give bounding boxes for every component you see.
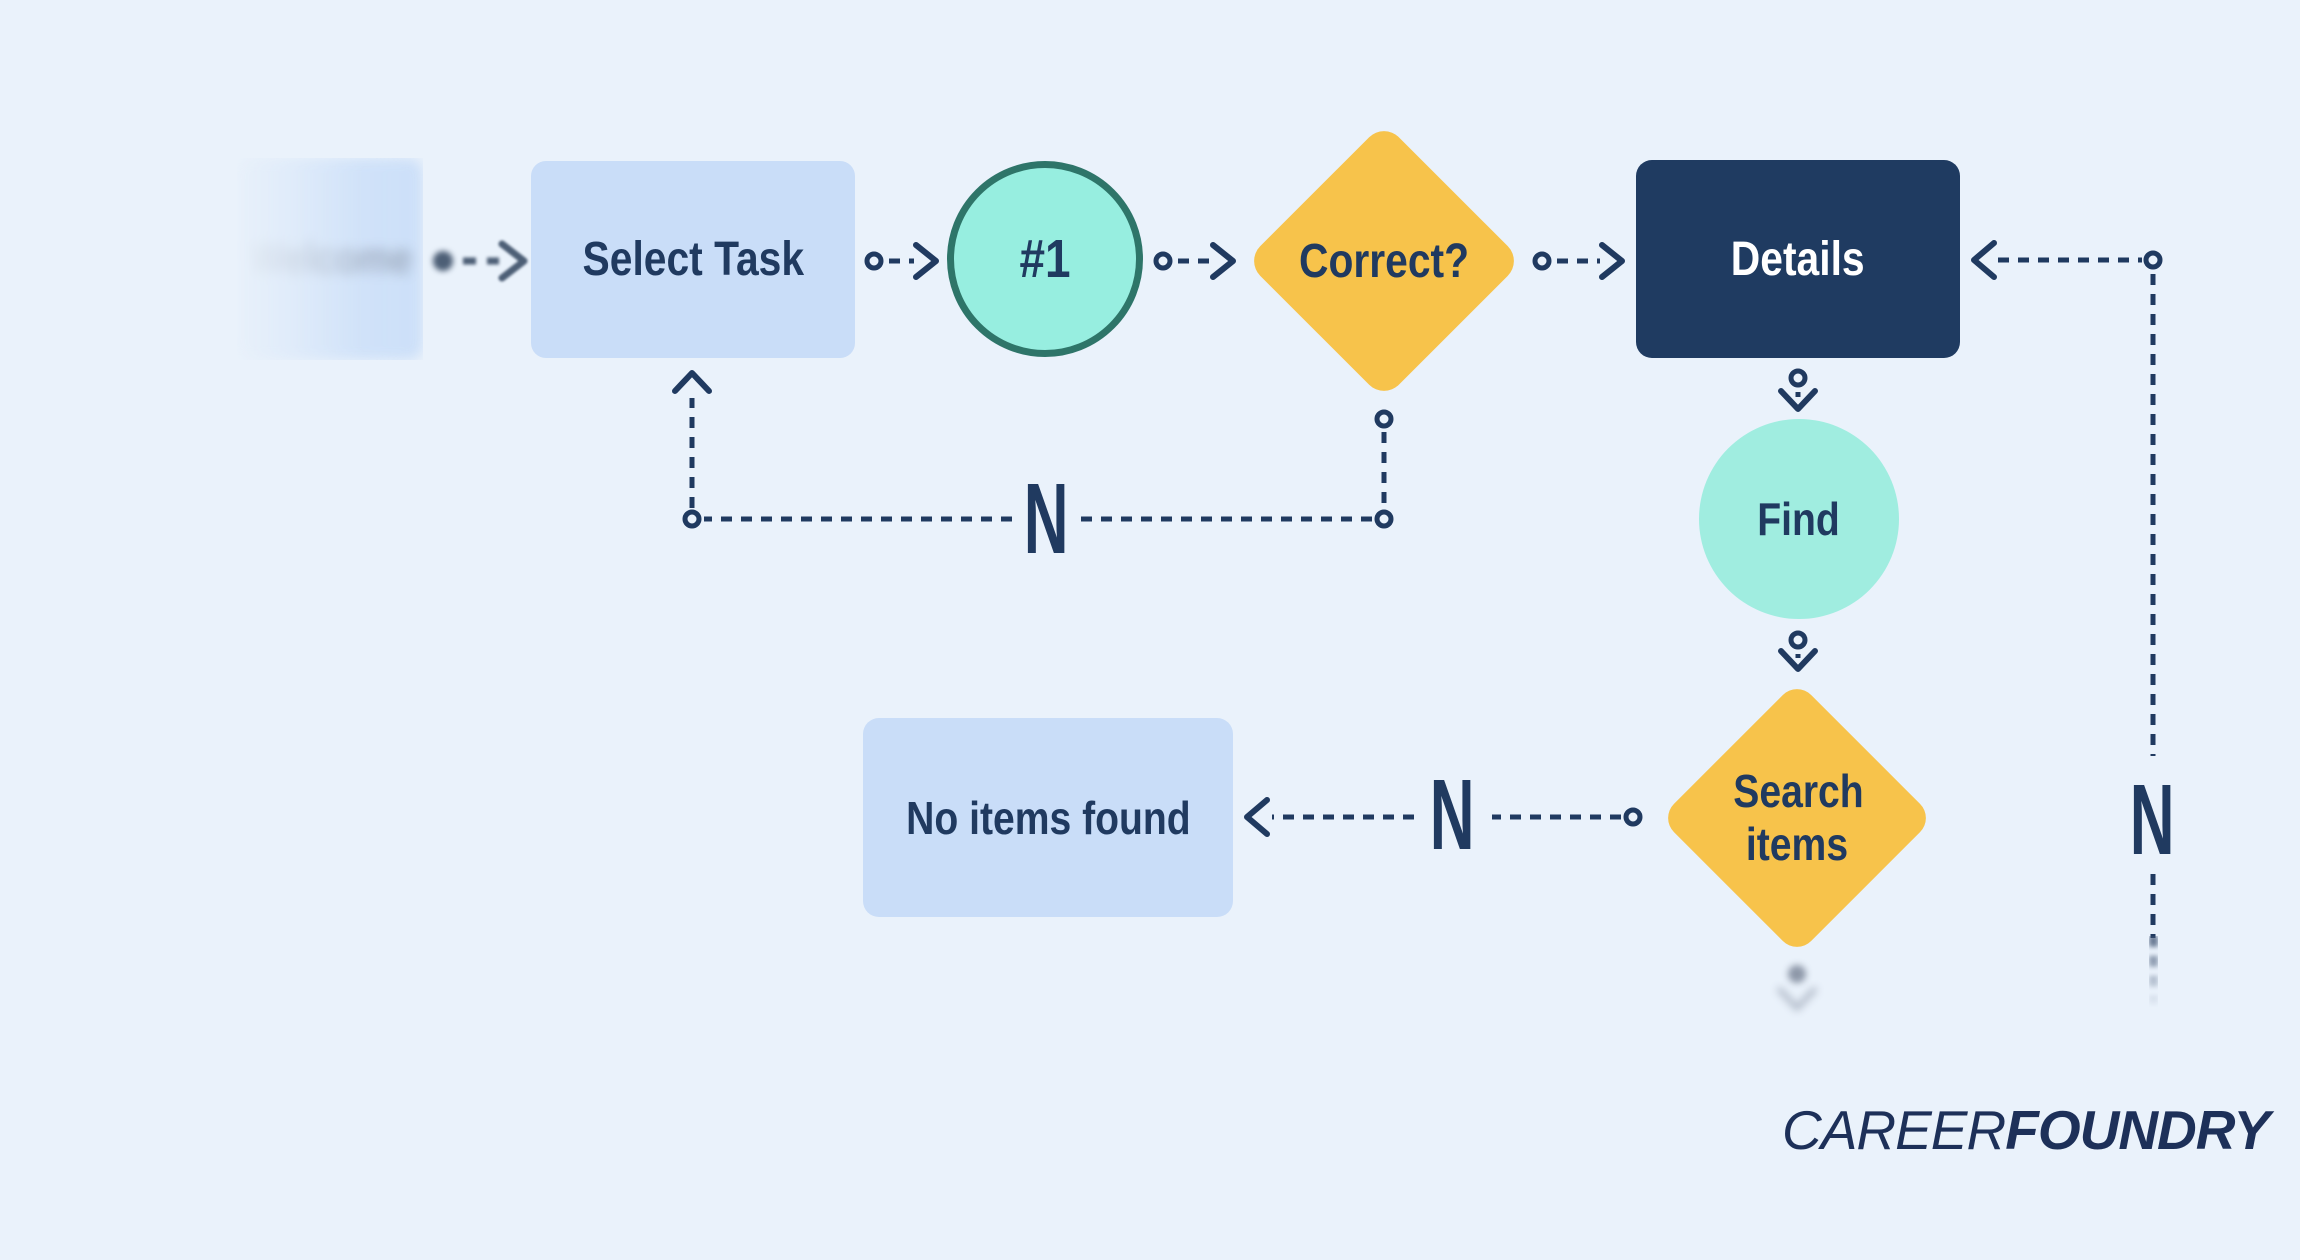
node-find: Find — [1699, 419, 1899, 619]
edge-search-items-down-faded — [1777, 965, 1817, 1011]
edge-return-to-details — [1971, 240, 2163, 938]
return-line-fade — [2149, 936, 2158, 1008]
node-welcome-blurred: Welcome — [237, 158, 423, 360]
edge-select-task-to-step1 — [864, 242, 939, 280]
node-select-task: Select Task — [531, 161, 855, 358]
node-welcome-label: Welcome — [248, 234, 412, 283]
node-search-items: Search items — [1697, 758, 1897, 878]
edge-label-return-no: N — [2129, 763, 2175, 876]
edge-search-items-to-no-items — [1244, 797, 1643, 837]
node-no-items-found-label: No items found — [905, 791, 1191, 844]
node-search-items-label: Search items — [1733, 765, 1864, 870]
node-step1: #1 — [947, 161, 1143, 357]
node-correct: Correct? — [1284, 213, 1484, 309]
edge-correct-no-loop — [672, 370, 1394, 529]
node-step1-label: #1 — [1019, 229, 1071, 289]
node-details: Details — [1636, 160, 1960, 358]
edge-details-to-find — [1778, 368, 1818, 412]
node-find-label: Find — [1757, 493, 1841, 545]
node-select-task-label: Select Task — [582, 233, 804, 286]
edge-label-correct-no: N — [1023, 462, 1069, 575]
edge-label-search-no: N — [1429, 758, 1475, 871]
logo-foundry: FOUNDRY — [2005, 1099, 2270, 1161]
edge-find-to-search-items — [1778, 630, 1818, 672]
edge-step1-to-correct — [1153, 242, 1236, 280]
node-correct-label: Correct? — [1298, 234, 1470, 288]
edge-welcome-to-select-task — [433, 240, 528, 282]
edge-correct-to-details — [1532, 242, 1625, 280]
node-no-items-found: No items found — [863, 718, 1233, 917]
logo-career: CAREER — [1782, 1099, 2006, 1161]
node-details-label: Details — [1731, 232, 1865, 286]
